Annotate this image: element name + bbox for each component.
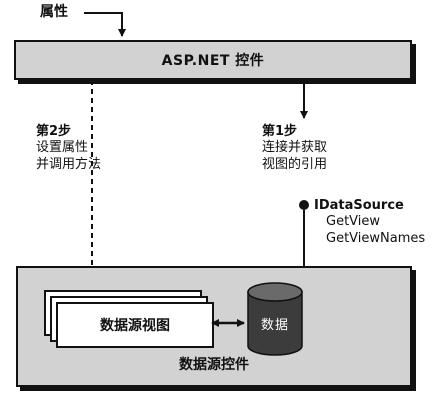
step2-annotation: 第2步 设置属性 并调用方法 xyxy=(36,124,101,173)
step1-title: 第1步 xyxy=(262,124,298,139)
view-database-link xyxy=(211,282,303,356)
interface-member: GetView xyxy=(326,214,381,230)
interface-member: GetViewNames xyxy=(326,230,426,246)
property-label: 属性 xyxy=(40,4,68,20)
data-source-view-label: 数据源视图 xyxy=(100,318,170,334)
data-source-control-box: 数据源视图 数据 数据源控件 xyxy=(16,266,412,387)
step1-annotation: 第1步 连接并获取 视图的引用 xyxy=(262,124,327,173)
step2-title: 第2步 xyxy=(36,124,72,139)
database-label: 数据 xyxy=(260,318,289,333)
database-icon xyxy=(247,282,303,356)
step1-line: 连接并获取 xyxy=(262,140,328,156)
data-source-control-label: 数据源控件 xyxy=(179,357,249,373)
idatasource-interface: IDataSource GetView GetViewNames xyxy=(314,198,425,247)
step1-line: 视图的引用 xyxy=(262,156,328,172)
asp-net-control-box: ASP.NET 控件 xyxy=(14,40,412,80)
interface-lollipop xyxy=(299,200,309,210)
data-source-view-box: 数据源视图 xyxy=(56,302,214,348)
step2-line: 并调用方法 xyxy=(36,156,102,172)
asp-net-control-label: ASP.NET 控件 xyxy=(161,53,265,69)
property-arrow xyxy=(84,12,126,37)
interface-name: IDataSource xyxy=(314,198,404,213)
step2-line: 设置属性 xyxy=(36,140,89,156)
